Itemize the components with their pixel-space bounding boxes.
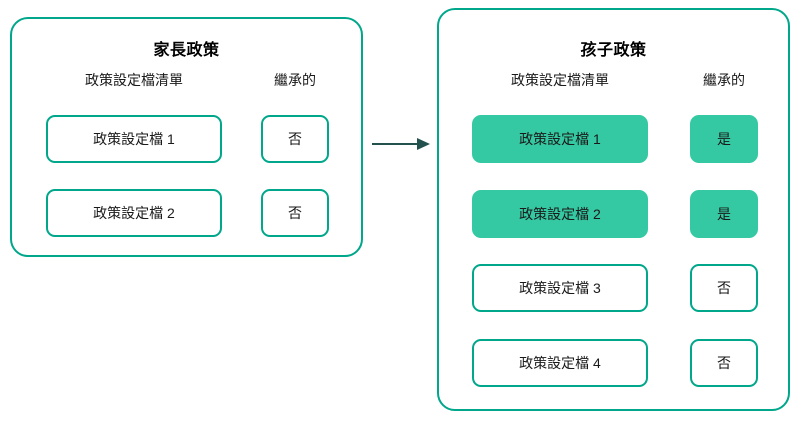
child-panel-title: 孩子政策 [580, 42, 647, 59]
parent-column-header-inherited: 繼承的 [274, 72, 316, 88]
parent-inherited-box[interactable]: 否 [261, 115, 329, 163]
parent-panel-title: 家長政策 [153, 42, 220, 59]
parent-row: 政策設定檔 2 否 [12, 189, 361, 237]
child-row: 政策設定檔 4 否 [439, 339, 788, 387]
child-profile-box[interactable]: 政策設定檔 3 [472, 264, 648, 312]
child-inherited-box[interactable]: 否 [690, 339, 758, 387]
child-column-header-inherited: 繼承的 [703, 72, 745, 88]
child-profile-box[interactable]: 政策設定檔 4 [472, 339, 648, 387]
parent-column-header-profiles: 政策設定檔清單 [85, 72, 183, 88]
child-inherited-box[interactable]: 否 [690, 264, 758, 312]
inheritance-arrow [372, 134, 432, 154]
parent-profile-box[interactable]: 政策設定檔 2 [46, 189, 222, 237]
parent-inherited-box[interactable]: 否 [261, 189, 329, 237]
child-row: 政策設定檔 3 否 [439, 264, 788, 312]
child-profile-box[interactable]: 政策設定檔 1 [472, 115, 648, 163]
child-column-header-profiles: 政策設定檔清單 [511, 72, 609, 88]
child-inherited-box[interactable]: 是 [690, 115, 758, 163]
arrow-icon [372, 138, 430, 150]
child-profile-box[interactable]: 政策設定檔 2 [472, 190, 648, 238]
child-row: 政策設定檔 2 是 [439, 190, 788, 238]
parent-row: 政策設定檔 1 否 [12, 115, 361, 163]
parent-profile-box[interactable]: 政策設定檔 1 [46, 115, 222, 163]
child-policy-panel: 孩子政策 政策設定檔清單 繼承的 政策設定檔 1 是 政策設定檔 2 是 政策設… [437, 8, 790, 411]
parent-policy-panel: 家長政策 政策設定檔清單 繼承的 政策設定檔 1 否 政策設定檔 2 否 [10, 17, 363, 257]
child-inherited-box[interactable]: 是 [690, 190, 758, 238]
child-row: 政策設定檔 1 是 [439, 115, 788, 163]
